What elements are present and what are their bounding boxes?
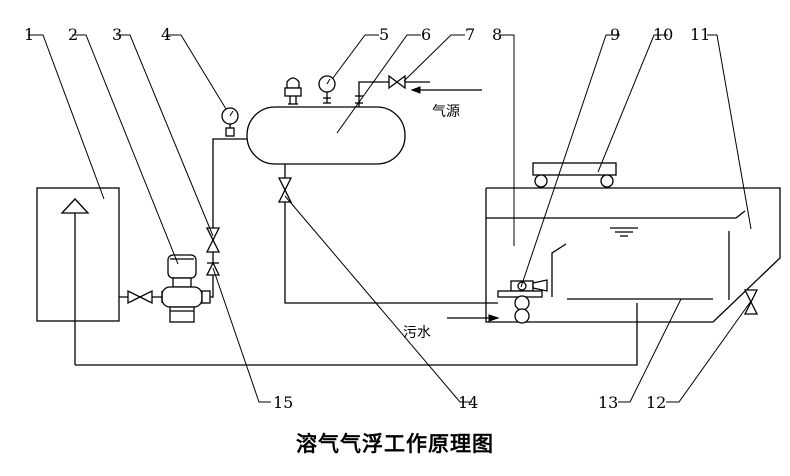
part-number: 3	[112, 25, 122, 44]
part-number: 4	[161, 25, 171, 44]
part-number: 13	[598, 393, 618, 412]
leader-lines	[28, 34, 752, 403]
clean-water-tank	[36, 187, 120, 365]
part-number: 6	[421, 25, 431, 44]
skimmer-scraper	[532, 162, 617, 188]
part-number: 1	[24, 25, 34, 44]
raw-water-inlet	[447, 314, 500, 322]
part-number: 10	[653, 25, 673, 44]
pump-suction-pipe	[119, 289, 163, 305]
part-number: 2	[68, 25, 78, 44]
flotation-tank	[485, 187, 781, 323]
part-number: 14	[458, 393, 478, 412]
pressure-gauge-4	[221, 107, 239, 137]
part-number: 9	[610, 25, 620, 44]
safety-valve	[284, 77, 302, 105]
part-number: 15	[273, 393, 293, 412]
dissolved-air-tank	[246, 106, 406, 165]
part-number: 5	[379, 25, 389, 44]
part-number: 11	[690, 25, 710, 44]
release-nozzle	[497, 279, 548, 324]
pump-discharge-pipe	[205, 138, 247, 298]
air-inlet-pipe	[355, 74, 482, 107]
raw-water-label: 污水	[403, 325, 431, 341]
part-number: 7	[465, 25, 475, 44]
diagram-caption: 溶气气浮工作原理图	[296, 431, 494, 456]
saturated-water-pipe	[277, 164, 498, 304]
part-numbers: 1 2 3 4 5 6 7 8 9 10 11 12 13 14 15	[24, 25, 710, 412]
part-number: 8	[492, 25, 502, 44]
pressure-pump	[161, 254, 211, 323]
part-number: 12	[646, 393, 666, 412]
recycle-return-pipe	[75, 303, 638, 366]
pressure-gauge-5	[318, 75, 336, 104]
air-source-label: 气源	[432, 104, 460, 120]
effluent-valve	[743, 289, 759, 315]
